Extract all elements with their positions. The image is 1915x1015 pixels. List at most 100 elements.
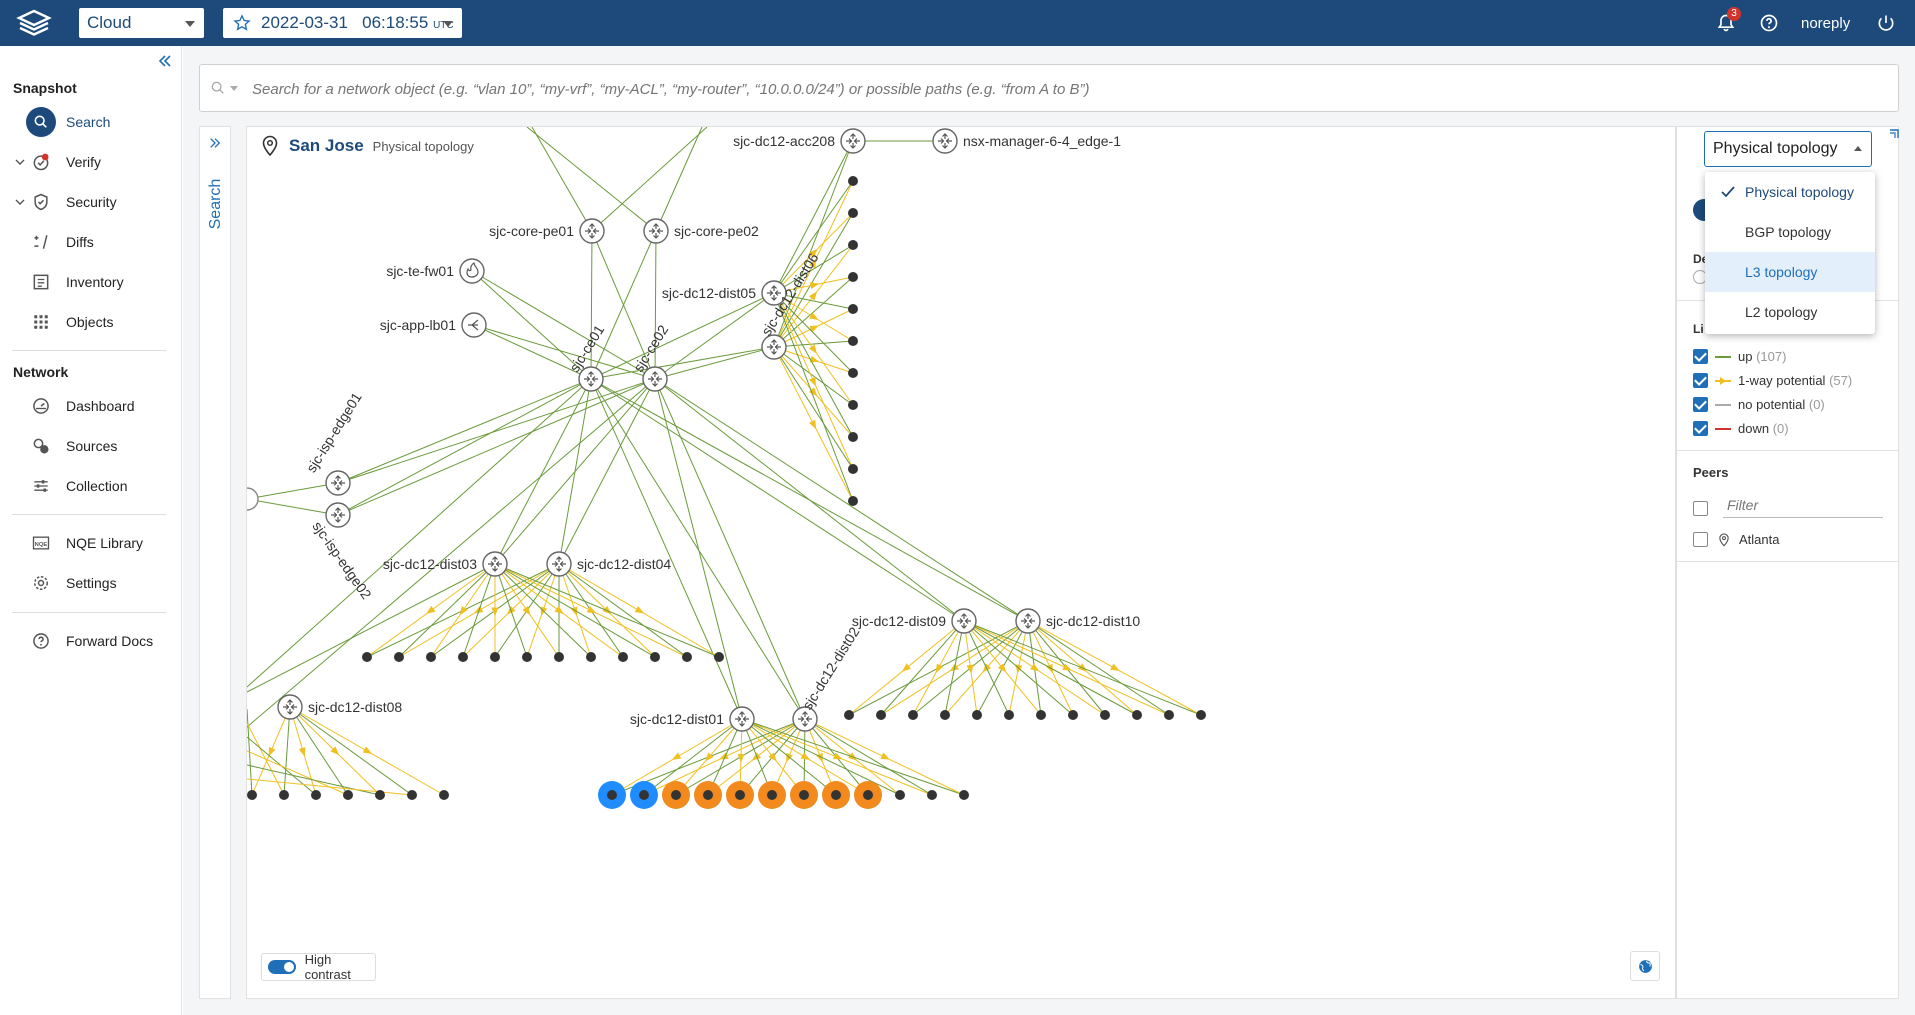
menu-item-l3-topology[interactable]: L3 topology xyxy=(1705,252,1875,292)
topology-link[interactable] xyxy=(337,378,592,484)
topology-link[interactable] xyxy=(773,292,854,310)
topology-link[interactable] xyxy=(773,292,854,502)
topology-link[interactable] xyxy=(773,140,854,348)
topology-link[interactable] xyxy=(337,378,656,516)
topology-link[interactable] xyxy=(654,292,775,380)
router-node[interactable] xyxy=(579,218,605,244)
network-select[interactable]: Cloud xyxy=(79,8,204,38)
topology-link[interactable] xyxy=(289,706,413,796)
router-node[interactable] xyxy=(461,312,487,338)
topology-link[interactable] xyxy=(804,718,933,796)
peers-filter-input[interactable] xyxy=(1723,492,1883,518)
leaf-node[interactable] xyxy=(554,652,564,662)
topology-link[interactable] xyxy=(526,127,657,232)
leaf-node[interactable] xyxy=(714,652,724,662)
leaf-node[interactable] xyxy=(908,710,918,720)
notifications-button[interactable]: 3 xyxy=(1716,0,1741,46)
router-node[interactable] xyxy=(761,280,787,306)
leaf-node[interactable] xyxy=(394,652,404,662)
topology-link[interactable] xyxy=(247,498,339,516)
router-node[interactable] xyxy=(932,128,958,154)
topology-link[interactable] xyxy=(654,230,657,380)
leaf-node[interactable] xyxy=(586,652,596,662)
topology-link[interactable] xyxy=(590,230,593,380)
topology-canvas[interactable]: San Jose Physical topology sjc-dc12-acc2… xyxy=(246,126,1676,999)
leaf-node[interactable] xyxy=(848,496,858,506)
leaf-node[interactable] xyxy=(607,790,617,800)
leaf-node[interactable] xyxy=(650,652,660,662)
peer-atlanta[interactable]: Atlanta xyxy=(1693,532,1779,547)
topology-link[interactable] xyxy=(963,620,1010,716)
leaf-node[interactable] xyxy=(799,790,809,800)
topology-link[interactable] xyxy=(643,718,743,796)
router-node[interactable] xyxy=(761,334,787,360)
topology-link[interactable] xyxy=(654,378,1029,622)
topology-link[interactable] xyxy=(773,292,854,374)
router-node[interactable] xyxy=(247,487,259,511)
leaf-node[interactable] xyxy=(1132,710,1142,720)
leaf-node[interactable] xyxy=(848,208,858,218)
menu-item-physical-topology[interactable]: Physical topology xyxy=(1705,172,1875,212)
topology-link[interactable] xyxy=(398,563,496,658)
router-node[interactable] xyxy=(642,366,668,392)
chevron-down-icon[interactable] xyxy=(230,86,238,92)
checkbox[interactable] xyxy=(1693,421,1708,436)
sidebar-item-collection[interactable]: Collection xyxy=(30,471,127,501)
search-side-tab[interactable]: Search xyxy=(199,126,231,999)
topology-link[interactable] xyxy=(590,230,657,380)
leaf-node[interactable] xyxy=(439,790,449,800)
checkbox[interactable] xyxy=(1693,397,1708,412)
leaf-node[interactable] xyxy=(490,652,500,662)
topology-view-select[interactable]: Physical topology xyxy=(1704,131,1872,167)
topology-link[interactable] xyxy=(289,706,349,796)
topology-link[interactable] xyxy=(558,563,688,658)
search-input[interactable] xyxy=(252,77,1872,101)
topology-link[interactable] xyxy=(880,620,965,716)
leaf-node[interactable] xyxy=(863,790,873,800)
leaf-node[interactable] xyxy=(1196,710,1206,720)
leaf-node[interactable] xyxy=(876,710,886,720)
sidebar-item-inventory[interactable]: Inventory xyxy=(30,267,124,297)
topology-link[interactable] xyxy=(963,620,1138,716)
user-menu[interactable]: noreply xyxy=(1801,0,1850,46)
sidebar-item-nqe-library[interactable]: NQE NQE Library xyxy=(30,528,143,558)
topology-link[interactable] xyxy=(773,180,854,294)
leaf-node[interactable] xyxy=(844,710,854,720)
topology-link[interactable] xyxy=(654,378,806,720)
topology-link[interactable] xyxy=(773,292,854,438)
topology-link[interactable] xyxy=(247,764,381,796)
leaf-node[interactable] xyxy=(848,368,858,378)
leaf-node[interactable] xyxy=(735,790,745,800)
link-filter-none[interactable]: no potential (0) xyxy=(1693,397,1825,412)
topology-link[interactable] xyxy=(531,127,593,232)
leaf-node[interactable] xyxy=(972,710,982,720)
leaf-node[interactable] xyxy=(848,336,858,346)
router-node[interactable] xyxy=(459,258,485,284)
link-filter-up[interactable]: up (107) xyxy=(1693,349,1786,364)
leaf-node[interactable] xyxy=(407,790,417,800)
expand-icon[interactable] xyxy=(209,137,221,149)
topology-link[interactable] xyxy=(494,563,592,658)
leaf-node[interactable] xyxy=(426,652,436,662)
sidebar-item-objects[interactable]: Objects xyxy=(30,307,113,337)
topology-link[interactable] xyxy=(590,378,965,622)
router-node[interactable] xyxy=(792,706,818,732)
topology-link[interactable] xyxy=(494,378,592,565)
topology-link[interactable] xyxy=(247,778,413,796)
peers-filter-row[interactable] xyxy=(1693,492,1883,518)
leaf-node[interactable] xyxy=(927,790,937,800)
router-node[interactable] xyxy=(951,608,977,634)
topology-link[interactable] xyxy=(591,127,708,232)
router-node[interactable] xyxy=(325,502,351,528)
sidebar-item-verify[interactable]: Verify xyxy=(14,147,101,177)
topology-link[interactable] xyxy=(654,346,775,380)
topology-link[interactable] xyxy=(283,706,291,796)
topology-link[interactable] xyxy=(590,378,1029,622)
help-button[interactable] xyxy=(1759,0,1779,46)
chevron-down-icon[interactable] xyxy=(14,196,26,208)
router-node[interactable] xyxy=(1015,608,1041,634)
topology-link[interactable] xyxy=(473,324,592,380)
collapse-sidebar-icon[interactable] xyxy=(158,54,172,68)
leaf-node[interactable] xyxy=(639,790,649,800)
checkbox[interactable] xyxy=(1693,500,1708,516)
